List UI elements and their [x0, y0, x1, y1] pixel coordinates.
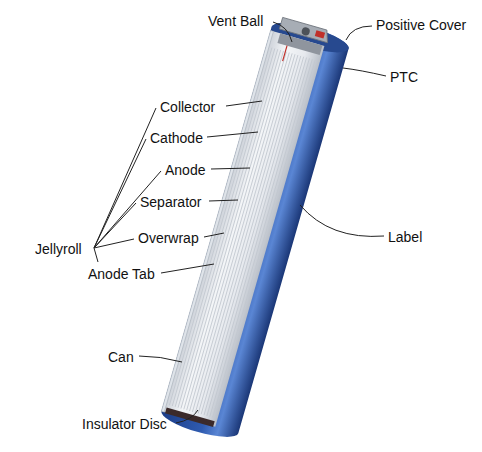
part-label-holder: PTC: [390, 68, 418, 86]
part-label: Vent Ball: [208, 13, 263, 29]
part-label-holder: Can: [108, 348, 134, 366]
part-label-holder: Overwrap: [138, 229, 199, 247]
overwrap: [161, 31, 273, 412]
part-label-holder: Anode Tab: [88, 265, 155, 283]
battery-cell: [159, 15, 352, 443]
part-label: Insulator Disc: [82, 416, 167, 432]
part-label: Label: [388, 229, 422, 245]
ptc: [315, 30, 325, 38]
part-label: Positive Cover: [376, 17, 466, 33]
positive-cover: [279, 17, 330, 42]
part-label: Overwrap: [138, 230, 199, 246]
part-label-holder: Insulator Disc: [82, 415, 167, 433]
part-label-holder: Label: [388, 228, 422, 246]
tab-wire: [283, 46, 287, 61]
part-label: Jellyroll: [35, 241, 82, 257]
part-label-holder: Positive Cover: [376, 16, 466, 34]
cut-face: [161, 31, 324, 427]
part-label-holder: Vent Ball: [208, 12, 263, 30]
part-label: Separator: [140, 194, 201, 210]
part-label: Collector: [160, 99, 215, 115]
part-label: PTC: [390, 69, 418, 85]
part-label-holder: Collector: [160, 98, 215, 116]
part-label-holder: Anode: [165, 161, 205, 179]
part-label: Anode Tab: [88, 266, 155, 282]
part-label: Cathode: [150, 130, 203, 146]
part-label: Can: [108, 349, 134, 365]
insulator-disc: [165, 408, 215, 428]
label-wrap: [159, 17, 352, 443]
part-label: Anode: [165, 162, 205, 178]
leader-lines: [94, 22, 386, 423]
vent-ball: [301, 26, 311, 36]
part-label-holder: Cathode: [150, 129, 203, 147]
part-label-holder: Jellyroll: [35, 240, 82, 258]
part-label-holder: Separator: [140, 193, 201, 211]
